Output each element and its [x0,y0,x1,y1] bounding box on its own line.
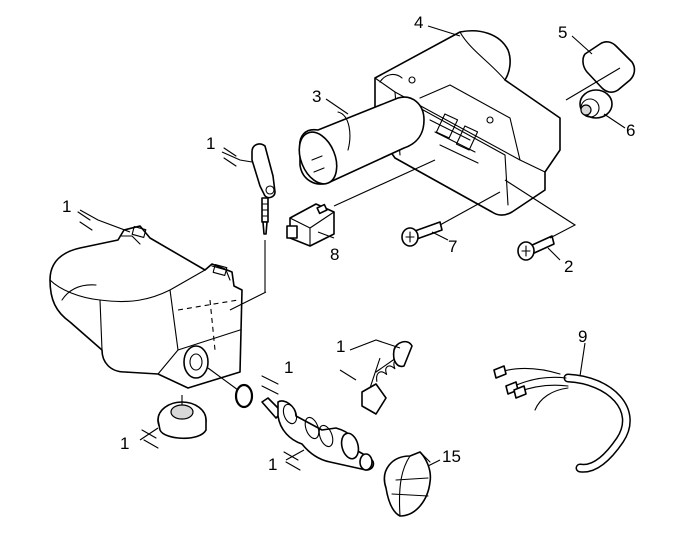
bracket-markers [77,147,301,471]
screw-part-7 [401,221,443,247]
callout-1-ring: 1 [284,358,293,377]
callout-1-grommet: 1 [120,434,129,453]
screw-part-2 [517,235,555,261]
spring-plunger-part-1 [361,340,413,415]
callout-1-shaft: 1 [268,455,277,474]
control-housing-part-4 [374,30,561,216]
callout-1-left: 1 [62,197,71,216]
cable-harness-part-9 [493,365,631,473]
shaft-assembly-part-1 [261,397,375,471]
callout-labels: 1 1 1 1 1 1 2 3 4 5 6 7 8 9 15 [62,13,635,474]
grommet-part-6 [579,89,613,119]
tank-housing-part-1 [49,225,243,391]
callout-1-spring: 1 [336,337,345,356]
callout-4: 4 [414,13,423,32]
callout-5: 5 [558,23,567,42]
callout-6: 6 [626,121,635,140]
callout-8: 8 [330,245,339,264]
gasket-part-5 [582,41,636,93]
leader-lines [79,25,626,467]
callout-9: 9 [578,327,587,346]
o-ring-part-1 [234,383,254,409]
callout-3: 3 [312,87,321,106]
capacitor-part-3 [298,96,425,185]
grommet-part-1 [157,395,207,440]
callout-7: 7 [448,237,457,256]
lever-pin-part-1 [251,143,276,292]
callout-2: 2 [564,257,573,276]
switch-part-8 [286,203,335,247]
callout-1-top: 1 [206,134,215,153]
callout-15: 15 [442,447,461,466]
knob-part-15 [383,451,432,517]
